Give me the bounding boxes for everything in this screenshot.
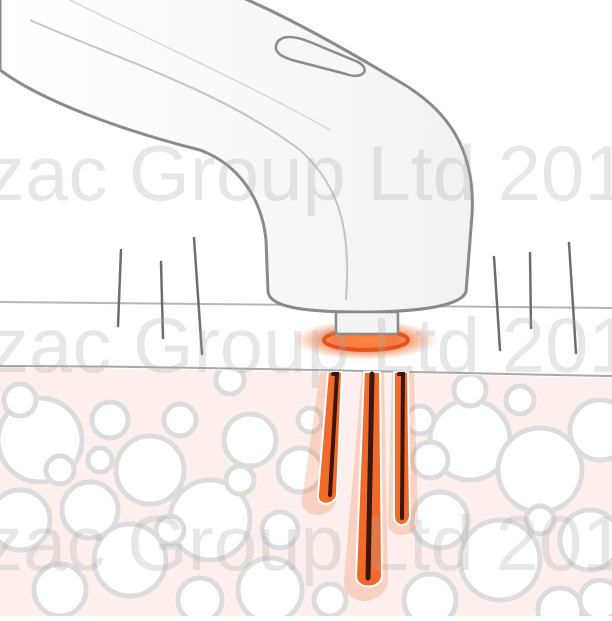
fat-cell — [226, 466, 254, 494]
fat-cell — [238, 558, 302, 616]
fat-cell — [454, 374, 486, 406]
fat-cell — [412, 492, 468, 548]
hair — [569, 243, 576, 353]
fat-cell — [0, 490, 50, 550]
hair — [194, 238, 202, 354]
fat-cell — [164, 404, 196, 436]
fat-cell — [34, 564, 86, 616]
fat-cell — [46, 456, 74, 484]
fat-cell — [314, 584, 346, 616]
fat-cell — [404, 574, 456, 616]
fat-cell — [560, 510, 612, 570]
hair — [494, 257, 500, 350]
fat-cell — [4, 384, 36, 416]
fat-cell — [506, 386, 534, 414]
hair — [118, 250, 121, 326]
fat-cell — [570, 400, 612, 460]
fat-cell — [116, 436, 184, 504]
fat-cell — [178, 578, 222, 616]
fat-cell — [88, 448, 112, 472]
handpiece-nozzle — [336, 312, 398, 334]
fat-cell — [216, 366, 244, 394]
fat-cell — [526, 506, 554, 534]
fat-cell — [262, 512, 298, 548]
laser-handpiece-icon — [0, 0, 472, 334]
fat-cell — [92, 402, 128, 438]
fat-cell — [460, 520, 540, 600]
fat-cell — [412, 442, 448, 478]
fat-cell — [156, 516, 184, 544]
fat-cell — [538, 588, 582, 616]
fat-cell — [224, 414, 276, 466]
fat-cell — [580, 580, 612, 616]
hair — [161, 262, 163, 338]
hair — [530, 253, 531, 328]
handpiece-body — [0, 0, 472, 312]
